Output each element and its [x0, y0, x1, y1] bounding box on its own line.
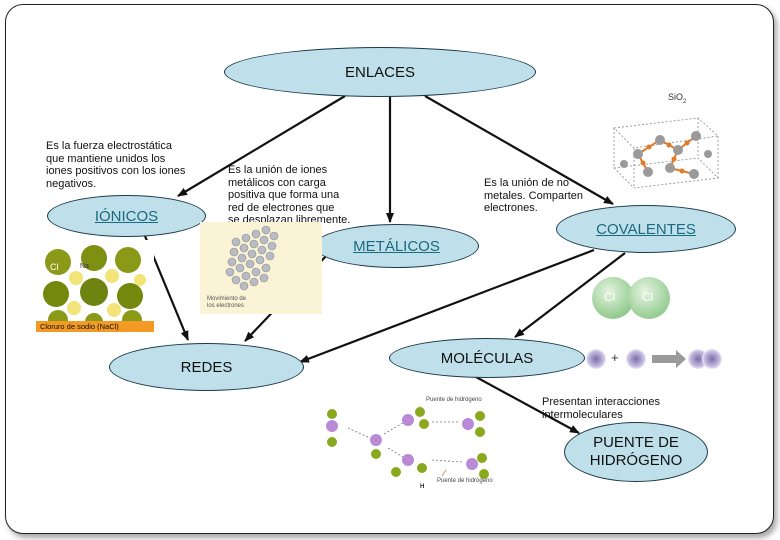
metal-caption-2: los electrones — [207, 303, 245, 309]
sio2-structure-image — [613, 117, 719, 189]
node-puente-label-2: HIDRÓGENO — [589, 452, 683, 469]
cl2-molecule-image — [592, 277, 670, 319]
bond-formation-image — [586, 349, 722, 369]
node-covalentes[interactable]: COVALENTES — [556, 205, 736, 253]
note-metalicos-line: Es la unión de iones — [228, 164, 328, 176]
arrow-covalentes-redes — [299, 248, 595, 364]
note-metalicos-line: red de electrones que — [228, 201, 335, 214]
note-metalicos-line: metálicos con carga — [228, 176, 326, 189]
note-covalentes-line: electrones. — [484, 202, 538, 214]
note-metalicos-line: positiva que forma una — [228, 189, 340, 201]
note-moleculas-line: intermoleculares — [542, 408, 623, 421]
node-enlaces-label: ENLACES — [344, 63, 416, 81]
arrow-enlaces-covalentes — [424, 95, 614, 205]
note-covalentes-line: Es la unión de no — [484, 177, 570, 189]
note-ionicos-line: Es la fuerza electrostática — [46, 140, 172, 152]
node-redes-label: REDES — [180, 358, 233, 376]
note-ionicos-line: iones positivos con los iones — [46, 165, 186, 177]
node-puente-de-hidrogeno: PUENTE DE HIDRÓGENO — [564, 422, 708, 482]
node-enlaces: ENLACES — [224, 47, 536, 97]
sio2-label: SiO2 — [668, 92, 686, 105]
node-moleculas-label: MOLÉCULAS — [440, 349, 534, 367]
nacl-na-label: Na — [80, 263, 89, 270]
cl2-left-label: Cl — [604, 290, 616, 304]
cl2-right-label: Cl — [642, 290, 654, 304]
nacl-cl-label: Cl — [50, 262, 59, 272]
nacl-crystal-image — [36, 240, 154, 332]
node-ionicos-label: IÓNICOS — [94, 207, 159, 225]
arrow-enlaces-ionicos — [177, 95, 346, 197]
node-metalicos[interactable]: METÁLICOS — [314, 224, 479, 268]
node-covalentes-label: COVALENTES — [596, 220, 696, 238]
note-metalicos: Es la unión de iones metálicos con carga… — [228, 164, 350, 227]
arrow-moleculas-puente — [475, 376, 580, 434]
node-puente-label-1: PUENTE DE — [593, 434, 679, 451]
metal-caption-1: Movimiento de — [207, 296, 247, 302]
hbond-atom-h: H — [420, 484, 425, 490]
hbond-label-1: Puente de hidrógeno — [426, 397, 482, 403]
sio2-label-text: SiO — [668, 92, 684, 102]
node-moleculas: MOLÉCULAS — [389, 338, 585, 378]
hbond-label-2: Puente de hidrógeno — [437, 478, 493, 484]
note-moleculas-line: Presentan interacciones — [542, 396, 661, 408]
note-covalentes-line: metales. Comparten — [484, 189, 584, 202]
sio2-label-sub: 2 — [683, 98, 687, 105]
note-covalentes: Es la unión de no metales. Comparten ele… — [484, 177, 583, 215]
hydrogen-bond-image — [312, 396, 508, 492]
note-ionicos: Es la fuerza electrostática que mantiene… — [46, 140, 185, 190]
note-ionicos-line: negativos. — [46, 177, 97, 190]
note-ionicos-line: que mantiene unidos los — [46, 152, 166, 165]
note-moleculas: Presentan interacciones intermoleculares — [542, 396, 660, 421]
node-ionicos[interactable]: IÓNICOS — [47, 195, 206, 237]
nacl-caption: Cloruro de sodio (NaCl) — [40, 322, 119, 331]
plus-sign: + — [611, 350, 619, 365]
node-metalicos-label: METÁLICOS — [353, 237, 440, 255]
node-redes: REDES — [109, 343, 304, 391]
arrow-covalentes-moleculas — [514, 252, 626, 338]
metal-lattice-image — [200, 222, 322, 314]
